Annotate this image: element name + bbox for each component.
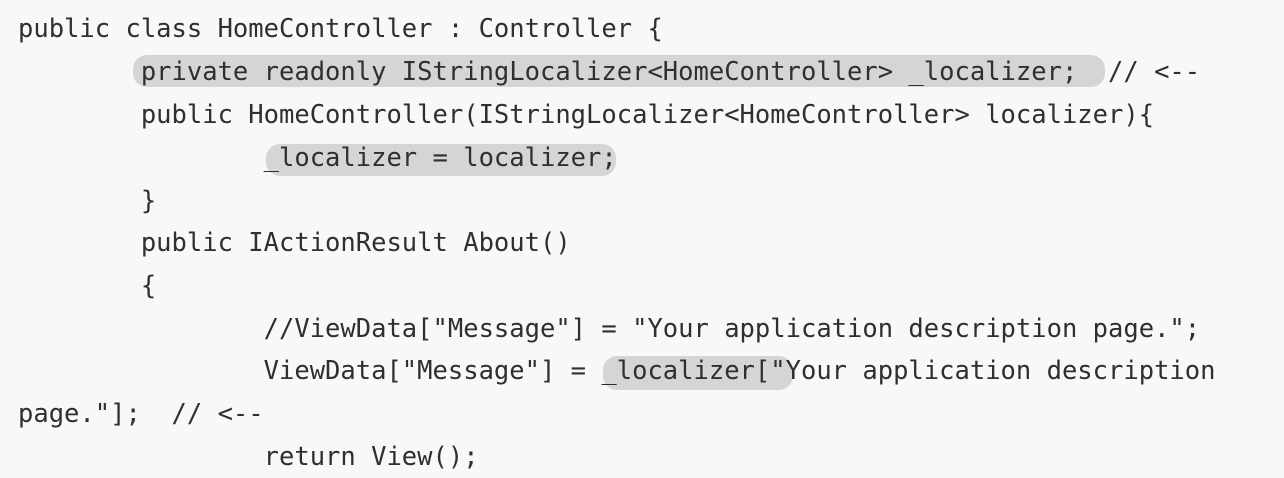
code-line-6: public IActionResult About() bbox=[18, 228, 571, 258]
highlight-localizer-usage bbox=[603, 356, 793, 390]
code-line-7: { bbox=[18, 271, 157, 301]
highlight-localizer-field bbox=[133, 55, 1105, 87]
code-line-5: } bbox=[18, 186, 157, 216]
code-line-8: //ViewData["Message"] = "Your applicatio… bbox=[18, 314, 1201, 344]
code-line-4: _localizer = localizer; bbox=[18, 143, 617, 173]
code-line-9: ViewData["Message"] = _localizer["Your a… bbox=[18, 356, 1216, 386]
code-line-3: public HomeController(IStringLocalizer<H… bbox=[18, 100, 1155, 130]
code-line-1: public class HomeController : Controller… bbox=[18, 14, 663, 44]
code-line-2: private readonly IStringLocalizer<HomeCo… bbox=[18, 57, 1201, 87]
code-line-10: page."]; // <-- bbox=[18, 399, 264, 429]
code-line-11: return View(); bbox=[18, 442, 479, 472]
highlight-localizer-assignment bbox=[266, 144, 616, 176]
